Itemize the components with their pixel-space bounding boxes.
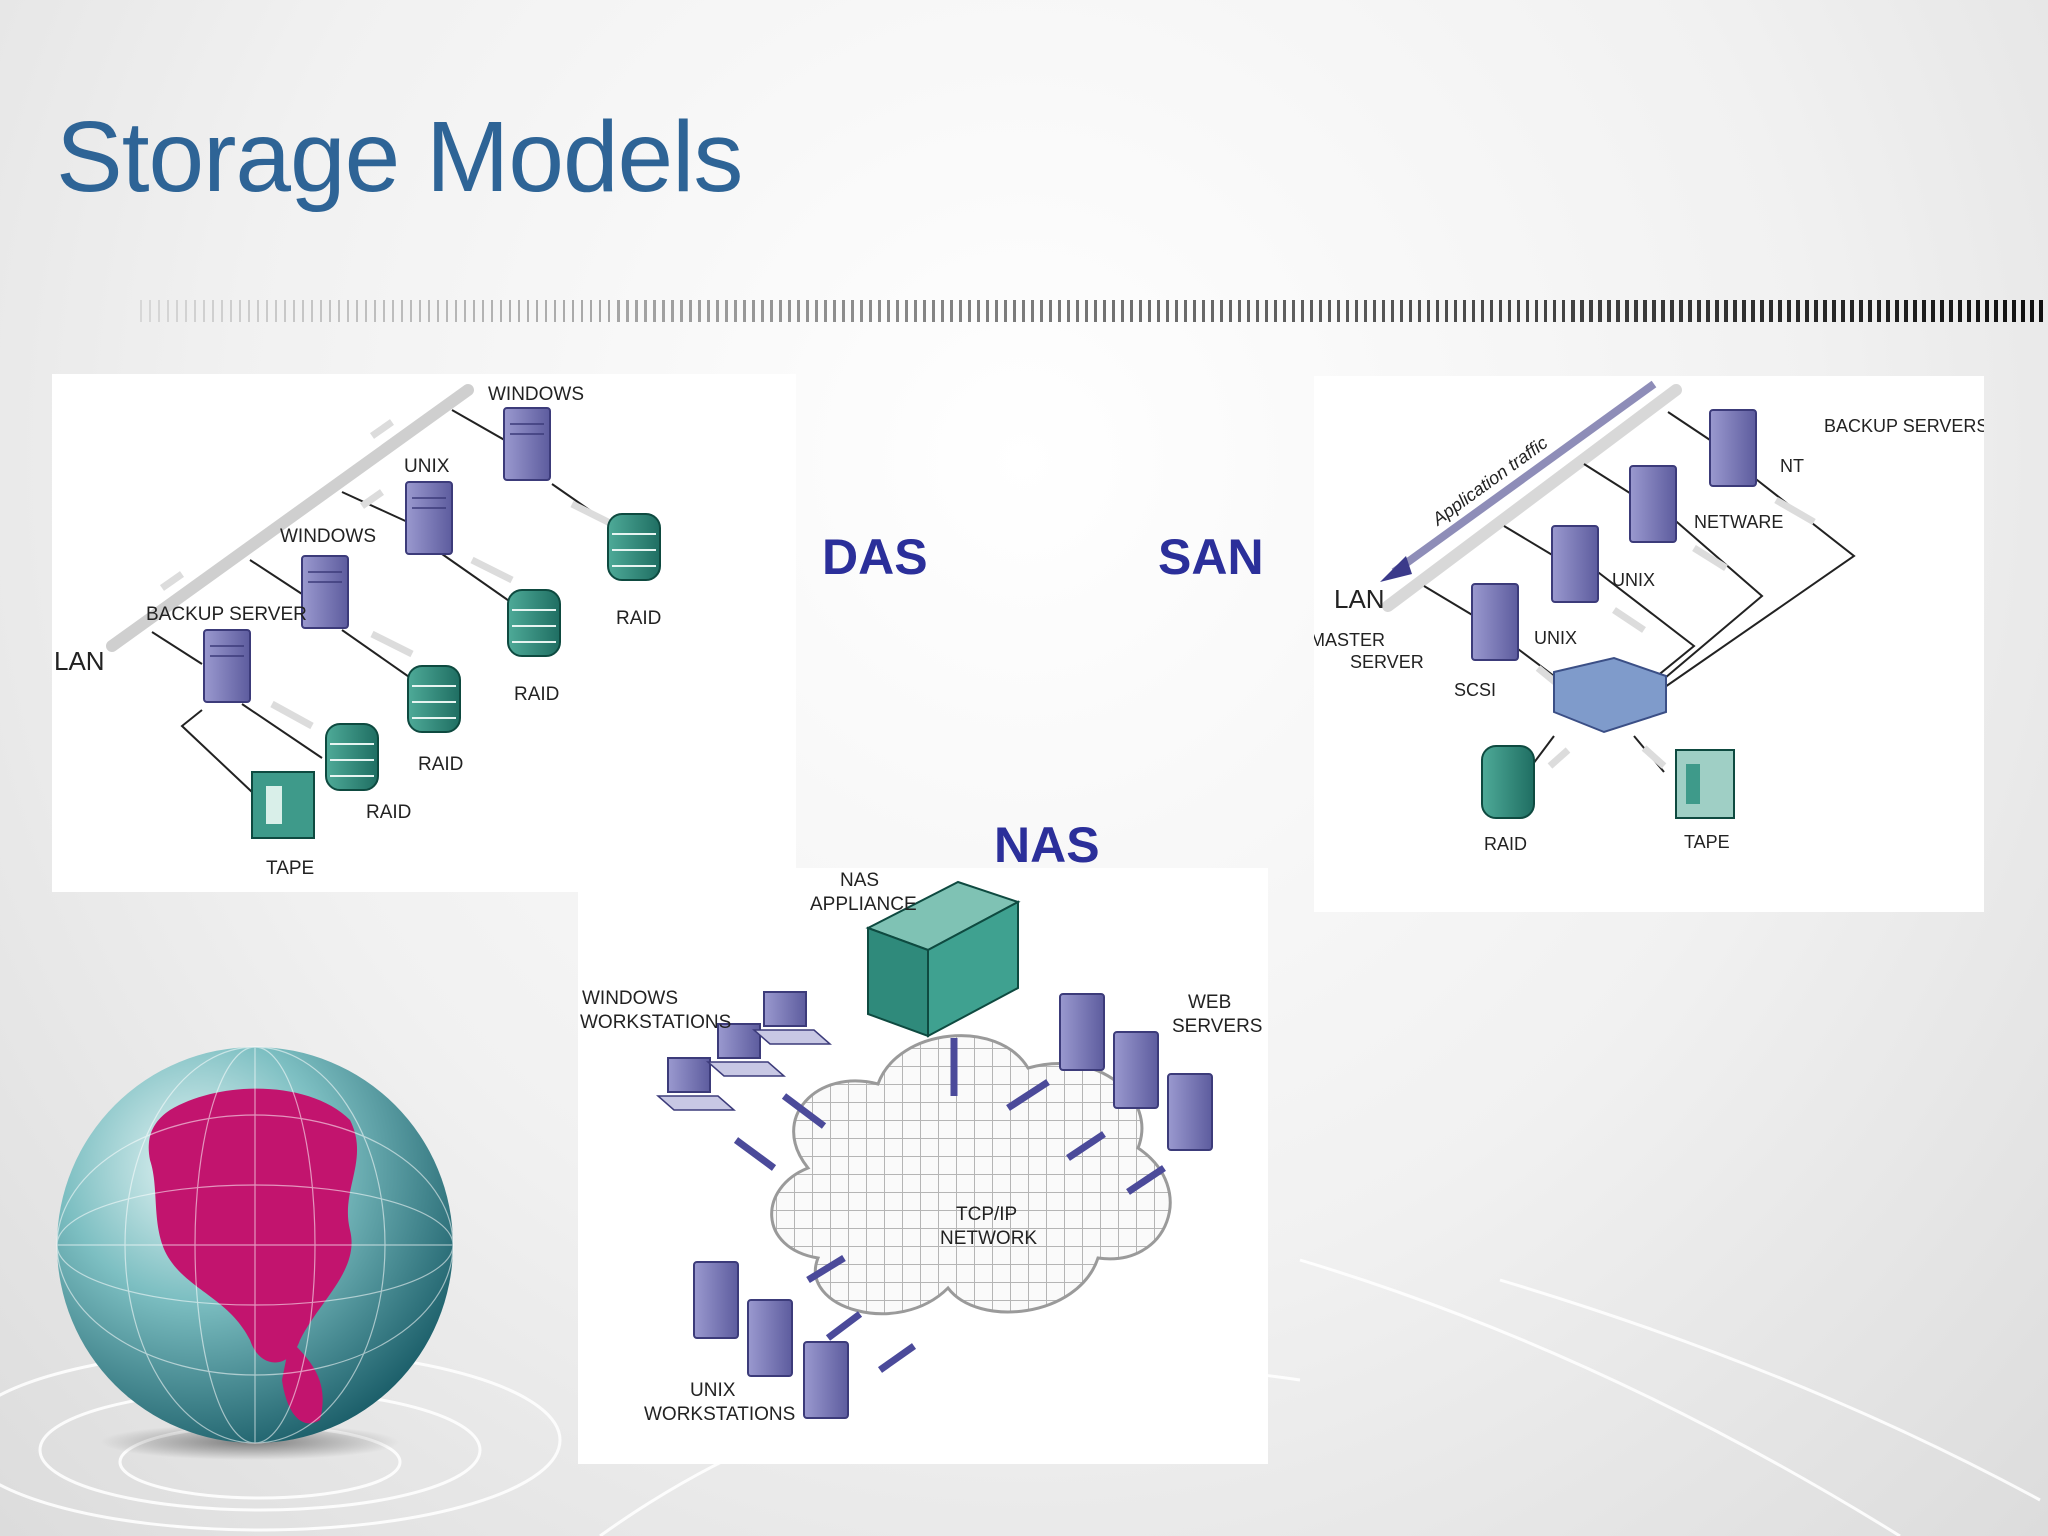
das-unix-server	[405, 481, 453, 555]
globe-image	[56, 1046, 454, 1460]
das-label-raid-2: RAID	[514, 684, 559, 705]
nas-label-workstations-1: WORKSTATIONS	[580, 1012, 731, 1033]
san-tape-unit	[1675, 749, 1735, 819]
nas-diagram-svg: NAS APPLIANCE WINDOWS WORKSTATIONS WEB S…	[580, 870, 1262, 1425]
nas-label-web: WEB	[1188, 992, 1231, 1013]
slide-title: Storage Models	[56, 101, 743, 213]
san-raid	[1481, 745, 1535, 819]
san-traffic-label: Application traffic	[1428, 432, 1551, 529]
das-label-windows-2: WINDOWS	[280, 526, 376, 547]
nas-label-servers: SERVERS	[1172, 1016, 1262, 1037]
das-raid-3	[407, 665, 461, 733]
das-label-backup-server: BACKUP SERVER	[146, 604, 307, 625]
web-server-1	[1059, 993, 1105, 1071]
san-lan-label: LAN	[1334, 584, 1385, 614]
san-label-netware: NETWARE	[1694, 512, 1783, 532]
nas-label-tcpip: TCP/IP	[956, 1204, 1017, 1225]
das-label-tape: TAPE	[266, 858, 314, 879]
unix-workstation-3	[803, 1341, 849, 1419]
nas-label-nas: NAS	[840, 870, 879, 891]
nas-label-network: NETWORK	[940, 1228, 1037, 1249]
san-diagram: Application traffic LAN	[1310, 376, 1988, 912]
das-raid-2	[507, 589, 561, 657]
das-raid-1	[607, 513, 661, 581]
tcpip-network-cloud	[770, 1034, 1172, 1316]
nas-label: NAS	[994, 817, 1100, 873]
windows-workstation-1	[763, 991, 807, 1027]
nas-label-unix: UNIX	[690, 1380, 736, 1401]
das-label-raid-1: RAID	[616, 608, 661, 629]
san-diagram-svg: Application traffic LAN	[1310, 380, 1988, 854]
das-raid-4	[325, 723, 379, 791]
unix-workstation-2	[747, 1299, 793, 1377]
san-label-tape: TAPE	[1684, 832, 1730, 852]
das-diagram: LAN	[52, 374, 796, 892]
san-label-nt: NT	[1780, 456, 1804, 476]
unix-workstation-1	[693, 1261, 739, 1339]
nas-label-windows: WINDOWS	[582, 988, 678, 1009]
das-label-raid-3: RAID	[418, 754, 463, 775]
das-windows-server-2	[301, 555, 349, 629]
san-label-backup-servers: BACKUP SERVERS	[1824, 416, 1984, 436]
das-label: DAS	[822, 529, 928, 585]
nas-label-appliance: APPLIANCE	[810, 894, 917, 915]
windows-workstation-2	[717, 1023, 761, 1059]
das-backup-server	[203, 629, 251, 703]
san-nt-server	[1709, 409, 1757, 487]
das-lan-label: LAN	[54, 646, 105, 676]
windows-workstation-3	[667, 1057, 711, 1093]
nas-diagram: NAS APPLIANCE WINDOWS WORKSTATIONS WEB S…	[578, 868, 1268, 1464]
san-label-unix-1: UNIX	[1612, 570, 1655, 590]
nas-appliance	[865, 880, 1021, 1038]
das-label-raid-4: RAID	[366, 802, 411, 823]
das-label-windows-1: WINDOWS	[488, 384, 584, 405]
das-diagram-svg: LAN	[54, 384, 661, 879]
web-server-2	[1113, 1031, 1159, 1109]
san-switch	[1553, 656, 1667, 734]
nas-label-workstations-2: WORKSTATIONS	[644, 1404, 795, 1425]
das-label-unix: UNIX	[404, 456, 450, 477]
barcode-divider	[140, 300, 2043, 322]
das-windows-server-1	[503, 407, 551, 481]
san-label-master: MASTER	[1314, 630, 1385, 650]
das-tape-unit	[251, 771, 315, 839]
san-label-scsi: SCSI	[1454, 680, 1496, 700]
san-label-server: SERVER	[1350, 652, 1424, 672]
web-server-3	[1167, 1073, 1213, 1151]
san-label-unix-2: UNIX	[1534, 628, 1577, 648]
san-unix-server-2	[1471, 583, 1519, 661]
san-label: SAN	[1158, 529, 1264, 585]
san-label-raid: RAID	[1484, 834, 1527, 854]
san-netware-server	[1629, 465, 1677, 543]
san-unix-server-1	[1551, 525, 1599, 603]
